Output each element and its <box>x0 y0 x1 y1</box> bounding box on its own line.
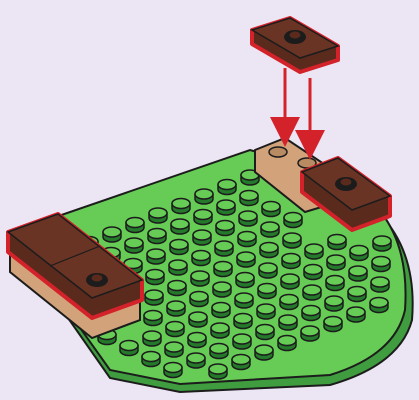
stud-icon <box>172 199 190 214</box>
stud-icon <box>171 219 189 234</box>
stud-icon <box>305 244 323 259</box>
stud-icon <box>144 311 162 326</box>
stud-icon <box>148 229 166 244</box>
stud-icon <box>324 317 342 332</box>
stud-icon <box>168 281 186 296</box>
stud-icon <box>283 233 301 248</box>
stud-icon <box>232 355 250 370</box>
stud-icon <box>350 246 368 261</box>
placement-arrows <box>285 68 310 145</box>
stud-icon <box>282 254 300 269</box>
stud-icon <box>142 352 160 367</box>
stud-icon <box>170 240 188 255</box>
stud-icon <box>257 304 275 319</box>
stud-icon <box>301 326 319 341</box>
stud-icon <box>237 252 255 267</box>
stud-icon <box>103 227 121 242</box>
stud-icon <box>143 331 161 346</box>
stud-icon <box>260 243 278 258</box>
stud-icon <box>216 221 234 236</box>
stud-icon <box>191 271 209 286</box>
stud-icon <box>195 189 213 204</box>
stud-icon <box>259 263 277 278</box>
stud-icon <box>190 292 208 307</box>
stud-icon <box>214 262 232 277</box>
stud-icon <box>233 334 251 349</box>
stud-icon <box>192 251 210 266</box>
stud-icon <box>327 255 345 270</box>
stud-icon <box>147 249 165 264</box>
stud-icon <box>325 296 343 311</box>
stud-icon <box>169 260 187 275</box>
stud-icon <box>284 213 302 228</box>
stud-icon <box>86 273 108 287</box>
stud-icon <box>279 315 297 330</box>
stud-icon <box>328 235 346 250</box>
stud-icon <box>303 285 321 300</box>
stud-icon <box>238 232 256 247</box>
stud-icon <box>234 314 252 329</box>
stud-icon <box>218 180 236 195</box>
stud-icon <box>211 323 229 338</box>
stud-icon <box>212 303 230 318</box>
stud-icon <box>281 274 299 289</box>
stud-icon <box>193 230 211 245</box>
stud-icon <box>348 287 366 302</box>
stud-icon <box>258 284 276 299</box>
stud-icon <box>188 333 206 348</box>
stud-icon <box>217 200 235 215</box>
brown-tile-floating <box>252 18 338 72</box>
stud-icon <box>304 265 322 280</box>
stud-icon <box>235 293 253 308</box>
stud-icon <box>189 312 207 327</box>
stud-icon <box>164 363 182 378</box>
stud-icon <box>261 222 279 237</box>
stud-icon <box>194 210 212 225</box>
stud-icon <box>120 341 138 356</box>
stud-icon <box>165 342 183 357</box>
stud-icon <box>125 238 143 253</box>
stud-icon <box>256 325 274 340</box>
stud-icon <box>149 208 167 223</box>
stud-icon <box>239 211 257 226</box>
stud-icon <box>284 30 306 44</box>
stud-icon <box>278 336 296 351</box>
stud-icon <box>349 266 367 281</box>
stud-icon <box>280 295 298 310</box>
stud-icon <box>210 344 228 359</box>
stud-icon <box>213 282 231 297</box>
stud-icon <box>209 364 227 379</box>
stud-icon <box>126 218 144 233</box>
stud-icon <box>372 257 390 272</box>
stud-icon <box>146 270 164 285</box>
stud-icon <box>371 277 389 292</box>
stud-icon <box>240 191 258 206</box>
stud-icon <box>262 202 280 217</box>
stud-icon <box>166 322 184 337</box>
stud-icon <box>326 276 344 291</box>
stud-icon <box>255 345 273 360</box>
stud-icon <box>215 241 233 256</box>
stud-icon <box>335 177 357 191</box>
stud-icon <box>347 307 365 322</box>
stud-icon <box>373 236 391 251</box>
stud-icon <box>236 273 254 288</box>
stud-icon <box>187 353 205 368</box>
stud-icon <box>370 298 388 313</box>
stud-icon <box>145 290 163 305</box>
stud-icon <box>167 301 185 316</box>
stud-icon <box>302 306 320 321</box>
